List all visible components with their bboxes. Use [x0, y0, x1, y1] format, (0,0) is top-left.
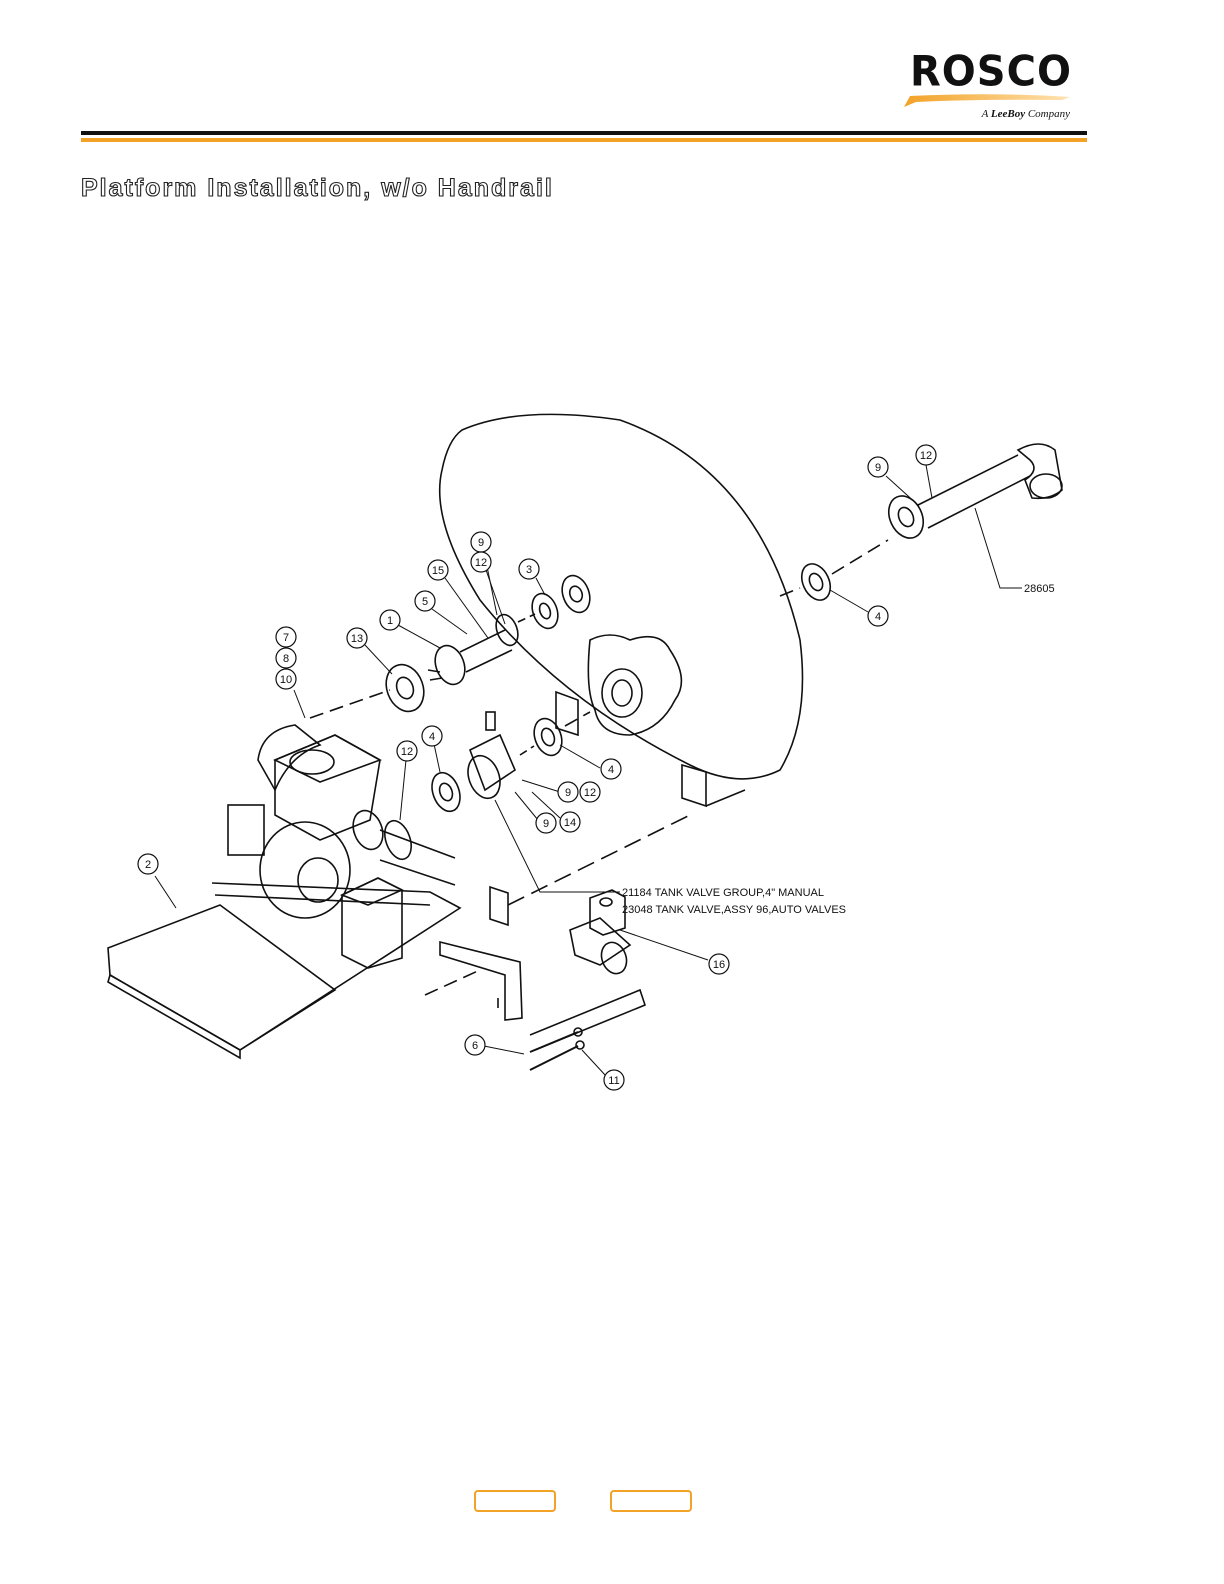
svg-text:10: 10	[280, 674, 292, 686]
page-title: Platform Installation, w/o Handrail	[81, 174, 554, 203]
callout-6: 6	[465, 1035, 485, 1055]
svg-text:4: 4	[608, 764, 614, 776]
pump-discharge	[380, 830, 455, 885]
svg-text:9: 9	[478, 537, 484, 549]
callout-9: 9	[536, 813, 556, 833]
svg-text:6: 6	[472, 1040, 478, 1052]
pump-inlet-flange	[348, 806, 388, 853]
svg-text:11: 11	[608, 1075, 619, 1087]
pump-flange-12	[380, 817, 416, 863]
svg-text:2: 2	[145, 859, 151, 871]
svg-text:1: 1	[387, 615, 393, 627]
previous-page-button[interactable]	[474, 1490, 556, 1512]
svg-text:3: 3	[526, 564, 532, 576]
flange-plate-top	[557, 572, 594, 617]
suction-pipe-28605	[918, 455, 1030, 528]
discharge-pipe	[460, 630, 512, 672]
callout-5: 5	[415, 591, 435, 611]
callout-9: 9	[471, 532, 491, 552]
callout-12: 12	[916, 445, 936, 465]
auto-valve-solenoid	[590, 890, 625, 935]
callout-11: 11	[604, 1070, 624, 1090]
gasket-4-right	[529, 715, 566, 760]
svg-text:9: 9	[565, 787, 571, 799]
engine-cylinder	[258, 725, 320, 790]
svg-text:12: 12	[401, 746, 413, 758]
logo-swoosh-icon	[902, 94, 1072, 108]
tank-outlet-flange	[602, 669, 642, 717]
platform-deck	[108, 905, 335, 1050]
callout-12: 12	[397, 741, 417, 761]
svg-text:12: 12	[584, 787, 596, 799]
callout-4: 4	[422, 726, 442, 746]
svg-text:12: 12	[920, 450, 932, 462]
callout-4: 4	[868, 606, 888, 626]
logo-tagline-prefix: A	[982, 108, 989, 120]
tank-end-shell	[440, 414, 803, 779]
tank-valve-flange	[462, 751, 505, 803]
platform-frame	[212, 883, 460, 1050]
elbow-opening	[1030, 474, 1062, 498]
callout-bubbles: 9 12 4 9 12 15 3 5 1 13 7 8 10 12 4 4 9 …	[138, 445, 936, 1090]
flange-1	[430, 641, 470, 688]
nut-11-lower	[576, 1041, 584, 1049]
svg-text:7: 7	[283, 632, 289, 644]
callout-13: 13	[347, 628, 367, 648]
engine-cap	[290, 750, 334, 774]
callout-2: 2	[138, 854, 158, 874]
callout-3: 3	[519, 559, 539, 579]
pump-support	[228, 805, 264, 855]
gasket-upper	[796, 559, 836, 604]
mount-plate	[490, 887, 508, 925]
logo-tagline-suffix: Company	[1028, 108, 1070, 120]
next-page-button[interactable]	[610, 1490, 692, 1512]
callout-9: 9	[868, 457, 888, 477]
svg-text:15: 15	[432, 565, 444, 577]
part-number-label: 28605	[1024, 583, 1055, 595]
callout-7: 7	[276, 627, 296, 647]
pipe-elbow	[1018, 444, 1062, 498]
callout-9: 9	[558, 782, 578, 802]
gasket-3	[528, 590, 563, 632]
logo-tagline-brand: LeeBoy	[991, 108, 1025, 120]
callout-8: 8	[276, 648, 296, 668]
svg-text:4: 4	[875, 611, 881, 623]
callout-12: 12	[471, 552, 491, 572]
solenoid-cap	[600, 898, 612, 906]
svg-text:5: 5	[422, 596, 428, 608]
header-divider-black	[81, 131, 1087, 135]
logo-wordmark: ROSCO	[910, 49, 1072, 95]
exploded-parts-diagram: 9 12 4 9 12 15 3 5 1 13 7 8 10 12 4 4 9 …	[95, 405, 1075, 1105]
note-manual-valve: 21184 TANK VALVE GROUP,4" MANUAL	[622, 887, 824, 899]
bracket-rail	[530, 990, 645, 1050]
platform-arm	[440, 942, 522, 1020]
svg-text:9: 9	[875, 462, 881, 474]
callout-12: 12	[580, 782, 600, 802]
svg-text:16: 16	[713, 959, 725, 971]
svg-text:13: 13	[351, 633, 363, 645]
svg-text:9: 9	[543, 818, 549, 830]
callout-16: 16	[709, 954, 729, 974]
tank-bracket-lower	[682, 765, 706, 806]
auto-valve-body	[570, 918, 630, 965]
gasket-4-mid	[427, 769, 465, 815]
tank-valve-stem	[486, 712, 495, 730]
svg-text:14: 14	[564, 817, 576, 829]
auto-valve-outlet	[597, 939, 630, 977]
callout-1: 1	[380, 610, 400, 630]
callout-4: 4	[601, 759, 621, 779]
logo-tagline: A LeeBoy Company	[982, 108, 1070, 120]
svg-text:12: 12	[475, 557, 487, 569]
flange-13	[380, 659, 430, 716]
svg-text:8: 8	[283, 653, 289, 665]
callout-15: 15	[428, 560, 448, 580]
callout-14: 14	[560, 812, 580, 832]
company-logo: ROSCO A LeeBoy Company	[902, 50, 1076, 126]
pipe-flange-upper	[882, 490, 930, 543]
svg-text:4: 4	[429, 731, 435, 743]
header-divider-orange	[81, 138, 1087, 142]
callout-10: 10	[276, 669, 296, 689]
note-auto-valve: 23048 TANK VALVE,ASSY 96,AUTO VALVES	[622, 904, 846, 916]
